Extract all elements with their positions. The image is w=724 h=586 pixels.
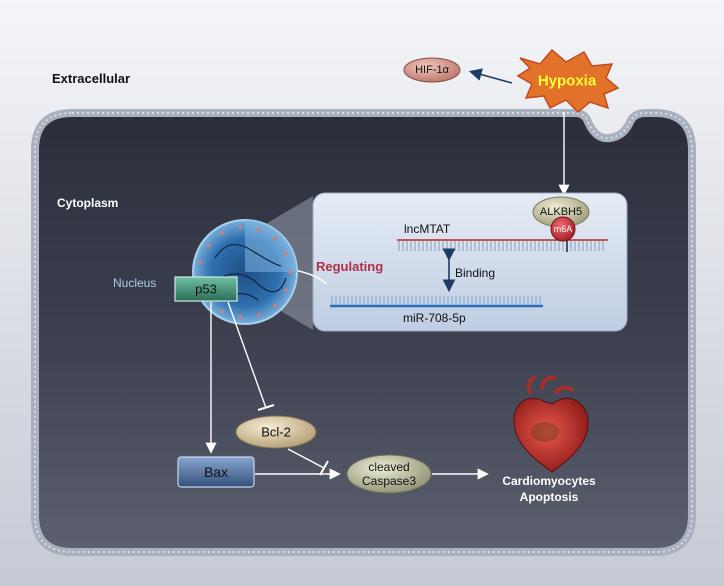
mir-strand (330, 296, 543, 308)
bax-label: Bax (203, 464, 229, 480)
hypoxia-star-icon (516, 48, 620, 114)
m6a-label: m6A (553, 224, 573, 234)
cytoplasm-label: Cytoplasm (57, 196, 119, 210)
nucleus-icon (192, 219, 298, 325)
heart-icon (513, 375, 589, 473)
caspase3-node (346, 454, 432, 494)
alkbh5-label: ALKBH5 (539, 206, 583, 218)
hif1a-label: HIF-1α (415, 64, 449, 76)
lncmtat-label: lncMTAT (404, 222, 451, 236)
bax-node (177, 456, 255, 488)
regulating-label: Regulating (316, 259, 384, 274)
nucleus-label: Nucleus (113, 276, 157, 290)
outcome-line2: Apoptosis (519, 490, 579, 504)
bcl2-node (235, 415, 317, 449)
p53-inhibits-bcl2-bar (257, 404, 275, 411)
p53-inhibits-bcl2 (227, 301, 267, 409)
hif1a-node (403, 57, 461, 83)
bcl2-inhibits-caspase-bar (319, 460, 329, 476)
p53-label: p53 (195, 281, 217, 297)
bcl2-inhibits-caspase (287, 448, 325, 469)
lncmtat-strand (397, 239, 608, 251)
caspase3-line1: cleaved (368, 460, 410, 474)
hypoxia-label: Hypoxia (537, 72, 597, 90)
membrane-dots (34, 112, 693, 553)
m6a-node (550, 216, 576, 242)
caspase3-line2: Caspase3 (361, 474, 417, 488)
outcome-line1: Cardiomyocytes (502, 474, 596, 488)
bcl2-label: Bcl-2 (261, 424, 291, 440)
binding-label: Binding (455, 266, 496, 280)
mir-label: miR-708-5p (403, 311, 466, 325)
hypoxia-to-hif-arrow (468, 68, 513, 84)
p53-node (174, 276, 238, 302)
extracellular-label: Extracellular (52, 71, 131, 86)
